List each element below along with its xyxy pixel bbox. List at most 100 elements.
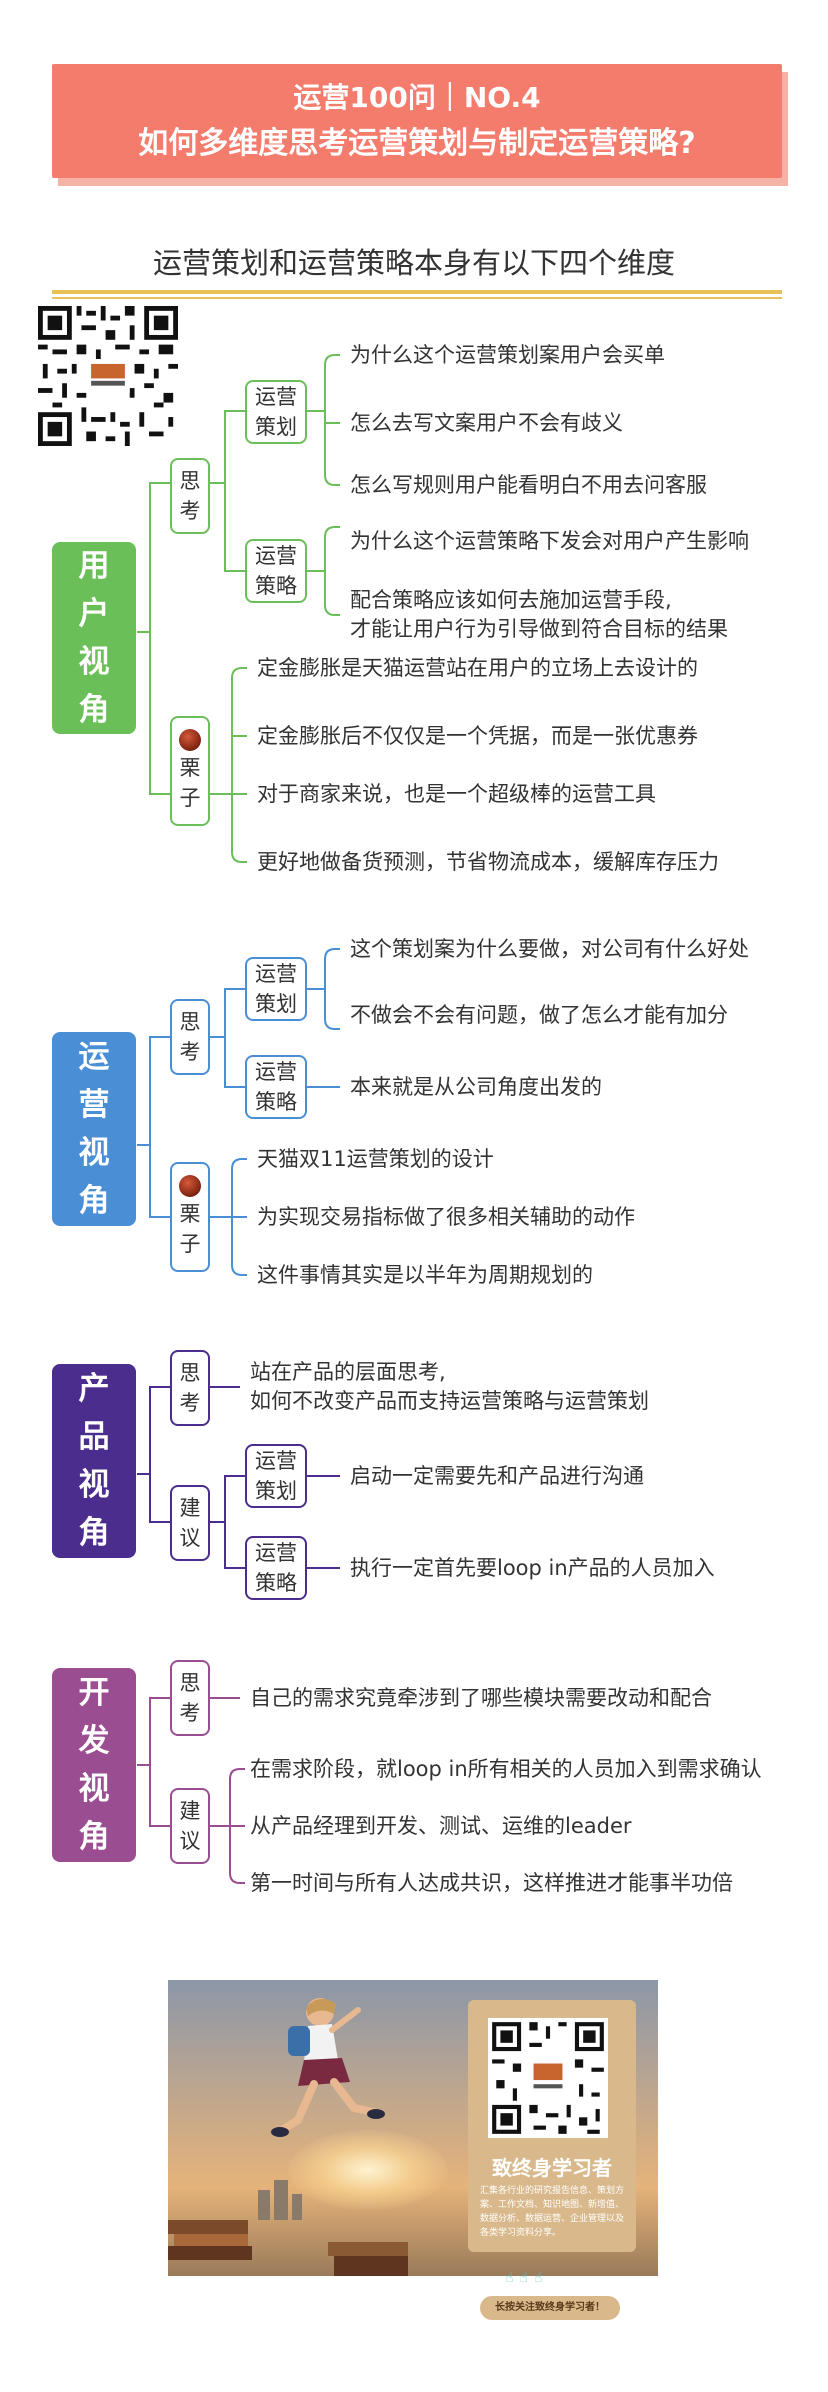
book-stack	[174, 2234, 248, 2246]
leaf-text: 站在产品的层面思考,	[250, 1358, 446, 1386]
leaf-text: 在需求阶段，就loop in所有相关的人员加入到需求确认	[250, 1755, 762, 1783]
tap-hands-icon: ☝☝☝	[505, 2270, 595, 2290]
section-title-char: 品	[79, 1413, 110, 1461]
leaf-text: 天猫双11运营策划的设计	[257, 1145, 494, 1173]
node-example: 栗 子	[170, 1162, 210, 1272]
section-title-char: 用	[79, 542, 110, 590]
node-ops-strategy: 运营 策略	[245, 539, 307, 603]
book-stack	[334, 2256, 408, 2276]
leaf-text: 对于商家来说，也是一个超级棒的运营工具	[257, 780, 656, 808]
leaf-text: 为实现交易指标做了很多相关辅助的动作	[257, 1203, 635, 1231]
leaf-text: 执行一定首先要loop in产品的人员加入	[350, 1554, 715, 1582]
section-title-char: 视	[79, 1765, 110, 1813]
leaf-text: 这件事情其实是以半年为周期规划的	[257, 1261, 593, 1289]
leaf-text: 怎么写规则用户能看明白不用去问客服	[350, 471, 707, 499]
leaf-text: 从产品经理到开发、测试、运维的leader	[250, 1812, 632, 1840]
node-char: 子	[180, 1229, 201, 1259]
book-stack	[168, 2220, 248, 2234]
node-line: 运营	[255, 1446, 297, 1476]
node-advice: 建 议	[170, 1788, 210, 1864]
node-line: 策划	[255, 1476, 297, 1506]
node-line: 运营	[255, 1538, 297, 1568]
leaf-text: 这个策划案为什么要做，对公司有什么好处	[350, 935, 749, 963]
section-title-char: 视	[79, 1461, 110, 1509]
section-title-char: 角	[79, 686, 110, 734]
node-ops-plan: 运营 策划	[245, 1444, 307, 1508]
leaf-text: 启动一定需要先和产品进行沟通	[350, 1462, 644, 1490]
node-think: 思 考	[170, 999, 210, 1075]
section-title-char: 开	[79, 1669, 110, 1717]
node-line: 策略	[255, 1087, 297, 1117]
node-line: 运营	[255, 959, 297, 989]
section-ops-view: 运 营 视 角	[52, 1032, 136, 1226]
node-char: 建	[180, 1493, 201, 1523]
leaf-text: 如何不改变产品而支持运营策略与运营策划	[250, 1387, 649, 1415]
section-title-char: 发	[79, 1717, 110, 1765]
promo-description: 汇集各行业的研究报告信息、策划方案、工作文档、知识地图、新增值、数据分析、数据运…	[480, 2184, 626, 2240]
node-example: 栗 子	[170, 716, 210, 826]
node-ops-plan: 运营 策划	[245, 380, 307, 444]
node-advice: 建 议	[170, 1485, 210, 1561]
node-line: 运营	[255, 541, 297, 571]
node-char: 考	[180, 496, 201, 526]
leaf-text: 定金膨胀是天猫运营站在用户的立场上去设计的	[257, 654, 698, 682]
follow-prompt: 长按关注致终身学习者！	[480, 2296, 620, 2320]
leaf-text: 为什么这个运营策划案用户会买单	[350, 341, 665, 369]
node-think: 思 考	[170, 458, 210, 534]
book-stack	[168, 2246, 252, 2260]
section-title-char: 营	[79, 1081, 110, 1129]
section-title-char: 视	[79, 638, 110, 686]
leaf-text: 第一时间与所有人达成共识，这样推进才能事半功倍	[250, 1869, 733, 1897]
leaf-text: 才能让用户行为引导做到符合目标的结果	[350, 615, 728, 643]
node-think: 思 考	[170, 1350, 210, 1426]
building-silhouette	[292, 2194, 302, 2220]
node-ops-strategy: 运营 策略	[245, 1536, 307, 1600]
section-title-char: 角	[79, 1813, 110, 1861]
section-title-char: 运	[79, 1033, 110, 1081]
node-char: 栗	[180, 753, 201, 783]
promo-title: 致终身学习者	[468, 2152, 636, 2181]
node-line: 策划	[255, 989, 297, 1019]
node-char: 考	[180, 1388, 201, 1418]
section-title-char: 户	[79, 590, 110, 638]
book-stack	[328, 2242, 408, 2256]
leaf-text: 自己的需求究竟牵涉到了哪些模块需要改动和配合	[250, 1684, 712, 1712]
leaf-text: 定金膨胀后不仅仅是一个凭据，而是一张优惠券	[257, 722, 698, 750]
leaf-text: 配合策略应该如何去施加运营手段,	[350, 586, 672, 614]
section-title-char: 视	[79, 1129, 110, 1177]
node-char: 思	[180, 466, 201, 496]
leaf-text: 更好地做备货预测，节省物流成本，缓解库存压力	[257, 848, 719, 876]
section-dev-view: 开 发 视 角	[52, 1668, 136, 1862]
node-char: 议	[180, 1826, 201, 1856]
building-silhouette	[258, 2190, 270, 2220]
building-silhouette	[274, 2180, 288, 2220]
leaf-text: 本来就是从公司角度出发的	[350, 1073, 602, 1101]
node-line: 运营	[255, 1057, 297, 1087]
leaf-text: 为什么这个运营策略下发会对用户产生影响	[350, 527, 749, 555]
node-char: 议	[180, 1523, 201, 1553]
node-char: 栗	[180, 1199, 201, 1229]
node-ops-strategy: 运营 策略	[245, 1055, 307, 1119]
node-line: 策略	[255, 1568, 297, 1598]
chestnut-icon	[179, 1175, 201, 1197]
node-char: 思	[180, 1358, 201, 1388]
node-char: 考	[180, 1037, 201, 1067]
section-title-char: 角	[79, 1509, 110, 1557]
node-think: 思 考	[170, 1660, 210, 1736]
chestnut-icon	[179, 729, 201, 751]
section-title-char: 产	[79, 1365, 110, 1413]
section-user-view: 用 户 视 角	[52, 542, 136, 734]
section-title-char: 角	[79, 1177, 110, 1225]
node-line: 策划	[255, 412, 297, 442]
node-line: 运营	[255, 382, 297, 412]
node-char: 考	[180, 1698, 201, 1728]
node-char: 建	[180, 1796, 201, 1826]
leaf-text: 不做会不会有问题，做了怎么才能有加分	[350, 1001, 728, 1029]
node-ops-plan: 运营 策划	[245, 957, 307, 1021]
node-char: 子	[180, 783, 201, 813]
qr-code-icon	[488, 2018, 608, 2138]
section-product-view: 产 品 视 角	[52, 1364, 136, 1558]
leaf-text: 怎么去写文案用户不会有歧义	[350, 409, 623, 437]
running-girl-illustration	[258, 1990, 388, 2160]
node-char: 思	[180, 1007, 201, 1037]
